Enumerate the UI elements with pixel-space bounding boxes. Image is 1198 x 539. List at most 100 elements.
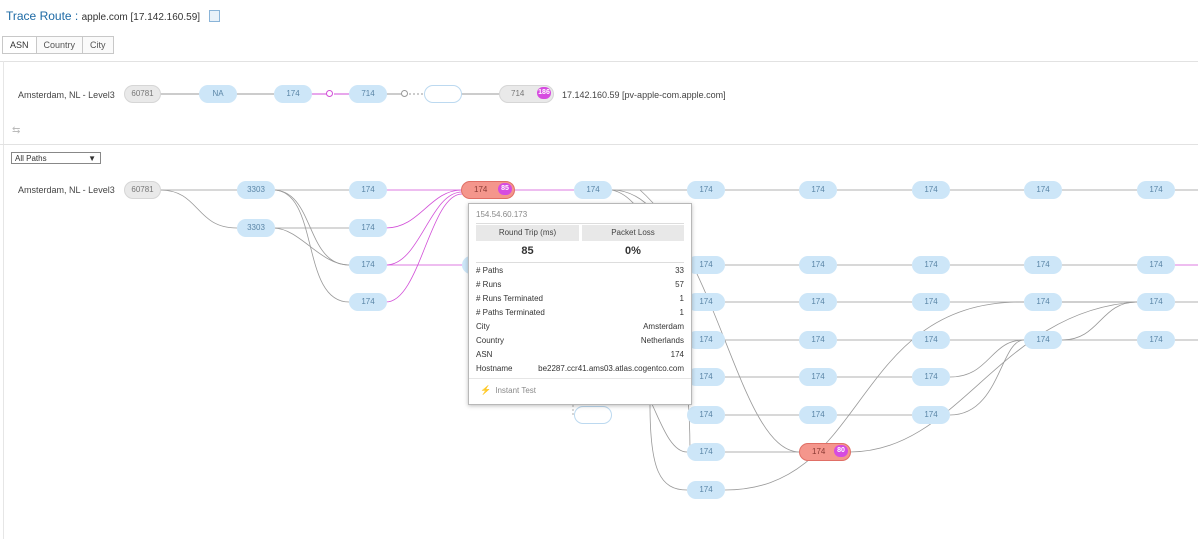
tooltip-value: 1 [679, 294, 684, 303]
detail-node-174[interactable]: 174 [687, 481, 725, 499]
tooltip-row: # Runs 57 [476, 278, 684, 292]
instant-test-button[interactable]: ⚡Instant Test [480, 385, 536, 396]
path-filter-select[interactable]: All Paths ▼ [11, 152, 101, 164]
tooltip-row: # Paths Terminated 1 [476, 306, 684, 320]
detail-node-174[interactable]: 174 [1024, 293, 1062, 311]
left-border [3, 61, 4, 539]
detail-node-174[interactable]: 174 [912, 256, 950, 274]
tooltip-rt-value: 85 [521, 245, 534, 257]
detail-node-174[interactable]: 174 [912, 331, 950, 349]
tooltip-key: # Paths Terminated [476, 308, 545, 317]
detail-node-174[interactable]: 174 [799, 406, 837, 424]
detail-node-high-latency[interactable]: 174 80 [799, 443, 851, 461]
detail-node-174[interactable]: 174 [799, 331, 837, 349]
tooltip-row: Country Netherlands [476, 334, 684, 348]
detail-node-empty[interactable] [574, 406, 612, 424]
detail-node-174[interactable]: 174 [687, 406, 725, 424]
chevron-down-icon: ▼ [88, 154, 96, 163]
detail-node-174[interactable]: 174 [912, 368, 950, 386]
tab-asn[interactable]: ASN [2, 36, 37, 54]
detail-node-selected[interactable]: 174 85 [461, 181, 515, 199]
tooltip-value: be2287.ccr41.ams03.atlas.cogentco.com [538, 364, 684, 373]
summary-hop-dot[interactable] [326, 90, 333, 97]
tab-city[interactable]: City [82, 36, 114, 54]
detail-node-174[interactable]: 174 [912, 181, 950, 199]
detail-node-174[interactable]: 174 [687, 368, 725, 386]
tooltip-key: Hostname [476, 364, 513, 373]
detail-node-174[interactable]: 174 [1137, 256, 1175, 274]
tab-country[interactable]: Country [35, 36, 84, 54]
detail-node-174[interactable]: 174 [912, 406, 950, 424]
summary-node-origin[interactable]: 60781 [124, 85, 161, 103]
tooltip-value: 33 [675, 266, 684, 275]
divider [0, 61, 1198, 62]
detail-node-174[interactable]: 174 [1137, 331, 1175, 349]
detail-node-174[interactable]: 174 [687, 293, 725, 311]
detail-node-origin[interactable]: 60781 [124, 181, 161, 199]
selected-node-asn: 174 [474, 185, 488, 194]
detail-node-174[interactable]: 174 [349, 256, 387, 274]
detail-node-174[interactable]: 174 [687, 331, 725, 349]
detail-node-3303[interactable]: 3303 [237, 181, 275, 199]
detail-node-174[interactable]: 174 [349, 181, 387, 199]
tooltip-pl-header: Packet Loss [582, 225, 684, 241]
detail-node-3303[interactable]: 3303 [237, 219, 275, 237]
detail-node-174[interactable]: 174 [1137, 181, 1175, 199]
page-title: Trace Route : apple.com [17.142.160.59] [6, 9, 221, 23]
tooltip-key: # Runs [476, 280, 502, 289]
detail-node-174[interactable]: 174 [687, 443, 725, 461]
selected-node-badge: 85 [498, 183, 512, 195]
detail-node-174[interactable]: 174 [574, 181, 612, 199]
detail-node-174[interactable]: 174 [349, 219, 387, 237]
tooltip-row: Hostname be2287.ccr41.ams03.atlas.cogentc… [476, 362, 684, 376]
high-latency-asn: 174 [812, 447, 826, 456]
detail-node-174[interactable]: 174 [799, 256, 837, 274]
tooltip-value: 57 [675, 280, 684, 289]
tooltip-divider [476, 262, 684, 263]
summary-node-na[interactable]: NA [199, 85, 237, 103]
high-latency-badge: 80 [834, 445, 848, 457]
detail-node-174[interactable]: 174 [1024, 331, 1062, 349]
detail-source-label: Amsterdam, NL - Level3 [18, 185, 115, 195]
detail-node-hidden[interactable] [462, 256, 472, 274]
summary-unknown-dot[interactable] [401, 90, 408, 97]
detail-node-174[interactable]: 174 [799, 368, 837, 386]
summary-node-empty[interactable] [424, 85, 462, 103]
detail-node-174[interactable]: 174 [912, 293, 950, 311]
summary-node-dest-asn[interactable]: 714 186 [499, 85, 554, 103]
node-tooltip: 154.54.60.173 Round Trip (ms) Packet Los… [468, 203, 692, 405]
divider [0, 144, 1198, 145]
summary-links [160, 93, 499, 95]
detail-node-174[interactable]: 174 [687, 181, 725, 199]
detail-node-174[interactable]: 174 [687, 256, 725, 274]
grouping-tabs: ASN Country City [2, 36, 114, 54]
tooltip-ip: 154.54.60.173 [476, 210, 528, 219]
tooltip-rt-header: Round Trip (ms) [476, 225, 579, 241]
dest-asn-label: 714 [511, 89, 525, 98]
summary-node-174[interactable]: 174 [274, 85, 312, 103]
expand-icon[interactable]: ⇆ [12, 125, 21, 136]
tooltip-value: 1 [679, 308, 684, 317]
detail-node-174[interactable]: 174 [1024, 256, 1062, 274]
instant-test-label: Instant Test [495, 386, 536, 395]
destination-label: 17.142.160.59 [pv-apple-com.apple.com] [562, 90, 726, 100]
title-label: Trace Route : [6, 9, 79, 23]
target-label: apple.com [17.142.160.59] [81, 12, 201, 23]
tooltip-divider [469, 378, 691, 379]
path-filter-value: All Paths [15, 154, 47, 163]
tooltip-key: Country [476, 336, 505, 345]
detail-node-174[interactable]: 174 [1024, 181, 1062, 199]
copy-icon[interactable] [209, 10, 221, 22]
detail-node-174[interactable]: 174 [349, 293, 387, 311]
tooltip-value: Netherlands [640, 336, 684, 345]
tooltip-divider [476, 223, 684, 224]
detail-node-174[interactable]: 174 [1137, 293, 1175, 311]
tooltip-key: ASN [476, 350, 493, 359]
detail-node-174[interactable]: 174 [799, 181, 837, 199]
summary-node-714[interactable]: 714 [349, 85, 387, 103]
detail-node-174[interactable]: 174 [799, 293, 837, 311]
